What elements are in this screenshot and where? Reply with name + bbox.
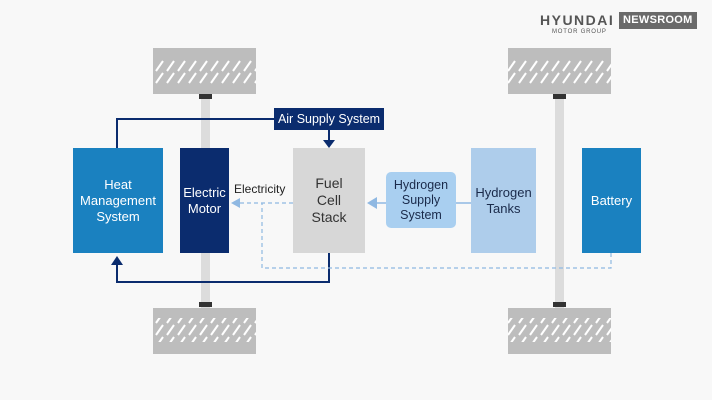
hydrogen-tanks-box: Hydrogen Tanks (471, 148, 536, 253)
electricity-label: Electricity (234, 182, 286, 196)
air-to-fuel-arrowhead (323, 140, 335, 148)
wheel-front-bottom (153, 308, 256, 354)
axle-joint (553, 94, 566, 99)
motor-group-text: MOTOR GROUP (552, 29, 607, 35)
hyundai-logo-text: HYUNDAI (540, 12, 615, 28)
hyundai-newsroom-logo: HYUNDAI MOTOR GROUP NEWSROOM (540, 12, 698, 40)
wheel-rear-bottom (508, 308, 611, 354)
front-axle-top (201, 94, 210, 148)
fuel-to-heat-arrowhead (111, 256, 123, 265)
wheel-front-top (153, 48, 256, 94)
battery-dashed-line (261, 203, 612, 269)
fuel-cell-stack-box: Fuel Cell Stack (293, 148, 365, 253)
supply-to-fuel-arrowhead (367, 197, 377, 209)
front-axle-bottom (201, 253, 210, 308)
hydrogen-supply-system-box: Hydrogen Supply System (386, 172, 456, 228)
axle-joint (553, 302, 566, 307)
wheel-rear-top (508, 48, 611, 94)
electric-motor-box: Electric Motor (180, 148, 229, 253)
rear-axle (555, 94, 564, 308)
heat-management-system-box: Heat Management System (73, 148, 163, 253)
newsroom-badge: NEWSROOM (619, 12, 697, 29)
electricity-arrowhead (231, 198, 240, 208)
heat-to-air-line (116, 118, 274, 148)
air-supply-system-box: Air Supply System (274, 108, 384, 130)
fuel-to-heat-line (116, 253, 330, 283)
axle-joint (199, 94, 212, 99)
axle-joint (199, 302, 212, 307)
battery-box: Battery (582, 148, 641, 253)
